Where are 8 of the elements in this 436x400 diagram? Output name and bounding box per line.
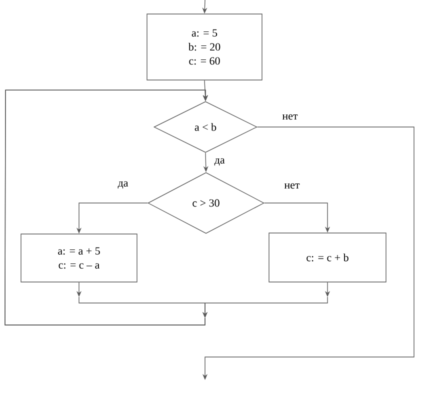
process-box: a: = a + 5 c: = c – a [20,234,138,282]
edge-label: да [116,180,130,190]
process-box: a: = 5 b: = 20 c: = 60 [146,14,262,80]
edge-label: нет [283,182,301,190]
process-box: c: = c + b [268,232,386,282]
edge-label: да [213,157,226,167]
edge-label: нет [281,113,299,121]
arrow [4,90,330,326]
